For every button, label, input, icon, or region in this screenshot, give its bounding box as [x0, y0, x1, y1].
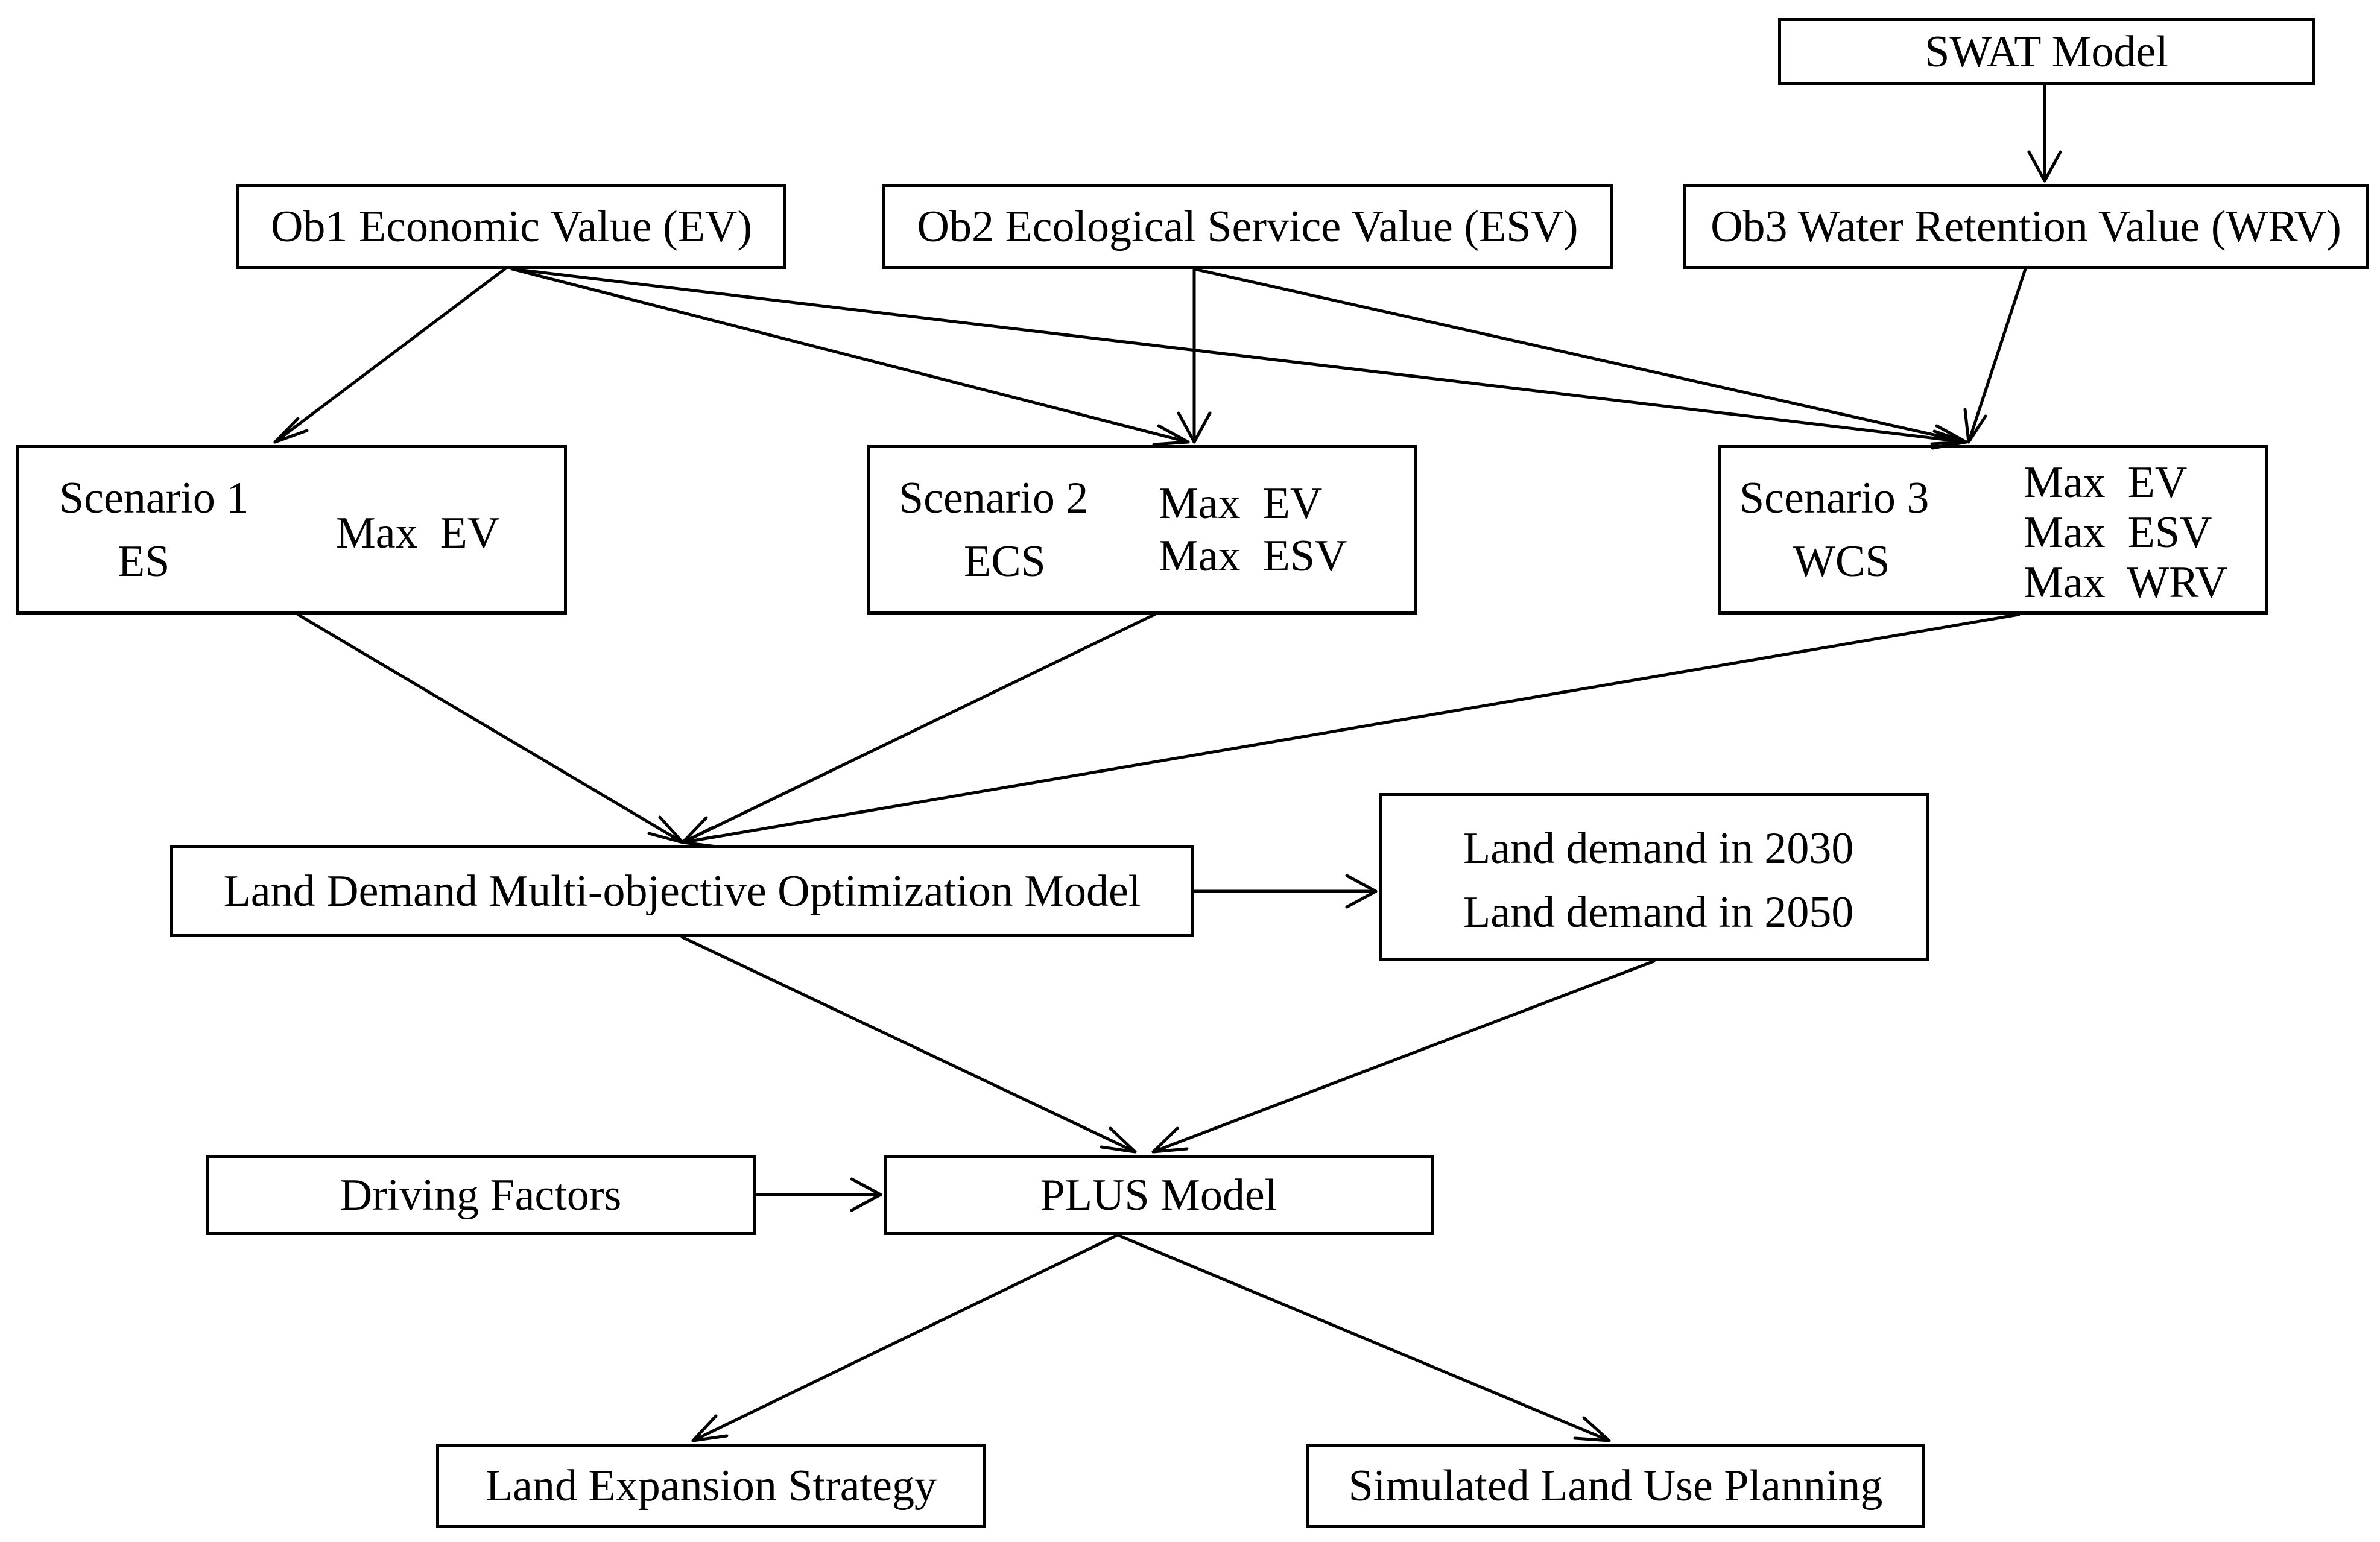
- land-demand-box: Land demand in 2030 Land demand in 2050: [1379, 793, 1929, 961]
- arrow-land-demand-to-plus: [1151, 959, 1656, 1154]
- arrow-swat-to-ob3: [2027, 83, 2062, 183]
- arrow-ob2-to-scenario3: [1192, 267, 1968, 446]
- scenario-1-title: Scenario 1: [59, 473, 249, 523]
- arrow-scenario1-to-optimization: [296, 613, 685, 844]
- ob3-label: Ob3 Water Retention Value (WRV): [1711, 201, 2341, 251]
- arrow-ob1-to-scenario2: [510, 267, 1190, 446]
- simulated-land-use-label: Simulated Land Use Planning: [1348, 1461, 1883, 1511]
- arrow-ob3-to-scenario3: [1963, 267, 2027, 444]
- scenario-2-objective-ev: Max EV: [1159, 479, 1323, 528]
- land-expansion-box: Land Expansion Strategy: [436, 1444, 986, 1528]
- scenario-1-objective-ev: Max EV: [336, 508, 500, 558]
- scenario-1-box: Scenario 1 ES Max EV: [16, 445, 567, 615]
- simulated-land-use-box: Simulated Land Use Planning: [1306, 1444, 1925, 1528]
- swat-model-box: SWAT Model: [1778, 18, 2315, 85]
- ob3-box: Ob3 Water Retention Value (WRV): [1683, 184, 2369, 269]
- scenario-3-abbr: WCS: [1793, 537, 1890, 586]
- ob1-label: Ob1 Economic Value (EV): [270, 201, 753, 251]
- scenario-2-title: Scenario 2: [899, 473, 1089, 523]
- ob2-label: Ob2 Ecological Service Value (ESV): [917, 201, 1578, 251]
- scenario-3-objective-wrv: Max WRV: [2024, 558, 2228, 607]
- scenario-3-objective-esv: Max ESV: [2024, 508, 2212, 557]
- arrow-scenario2-to-optimization: [681, 613, 1156, 844]
- arrow-ob2-to-scenario2: [1177, 267, 1212, 444]
- arrow-scenario3-to-optimization: [681, 613, 2021, 848]
- land-demand-2030: Land demand in 2030: [1463, 824, 1854, 873]
- scenario-2-objective-esv: Max ESV: [1159, 531, 1347, 581]
- arrow-plus-to-land-expansion: [691, 1233, 1119, 1442]
- arrow-plus-to-simulated-land-use: [1116, 1233, 1611, 1442]
- land-expansion-label: Land Expansion Strategy: [485, 1461, 937, 1511]
- driving-factors-box: Driving Factors: [206, 1155, 756, 1235]
- land-demand-2050: Land demand in 2050: [1463, 888, 1854, 937]
- optimization-model-label: Land Demand Multi-objective Optimization…: [223, 867, 1141, 916]
- plus-model-box: PLUS Model: [884, 1155, 1434, 1235]
- arrow-ob1-to-scenario3: [510, 267, 1968, 450]
- arrow-driving-factors-to-plus: [754, 1177, 882, 1212]
- arrow-ob1-to-scenario1: [273, 267, 507, 444]
- scenario-2-abbr: ECS: [964, 537, 1046, 586]
- scenario-1-abbr: ES: [118, 537, 170, 586]
- arrow-optimization-to-land-demand: [1192, 874, 1378, 909]
- scenario-3-title: Scenario 3: [1739, 473, 1929, 523]
- swat-model-label: SWAT Model: [1925, 27, 2168, 77]
- plus-model-label: PLUS Model: [1040, 1170, 1277, 1220]
- optimization-model-box: Land Demand Multi-objective Optimization…: [170, 845, 1194, 937]
- arrow-optimization-to-plus: [680, 935, 1137, 1154]
- scenario-3-objective-ev: Max EV: [2024, 458, 2188, 507]
- scenario-2-box: Scenario 2 ECS Max EV Max ESV: [867, 445, 1417, 615]
- driving-factors-label: Driving Factors: [340, 1170, 622, 1220]
- ob1-box: Ob1 Economic Value (EV): [236, 184, 786, 269]
- scenario-3-box: Scenario 3 WCS Max EV Max ESV Max WRV: [1718, 445, 2268, 615]
- ob2-box: Ob2 Ecological Service Value (ESV): [882, 184, 1613, 269]
